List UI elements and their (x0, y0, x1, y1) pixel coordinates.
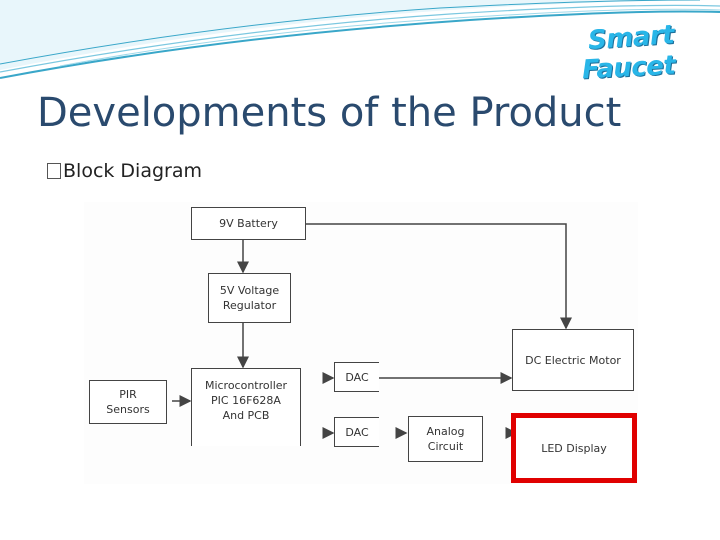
block-analog-circuit: Analog Circuit (408, 416, 483, 462)
slide-title: Developments of the Product (37, 90, 622, 136)
block-battery: 9V Battery (191, 207, 306, 240)
missing-glyph-icon (47, 163, 61, 179)
led-display-highlight (511, 413, 637, 483)
block-diagram: 9V Battery 5V Voltage Regulator Microcon… (84, 202, 638, 484)
block-microcontroller: Microcontroller PIC 16F628A And PCB (191, 368, 301, 446)
block-led-display: LED Display (516, 418, 632, 478)
header-swoosh (0, 0, 720, 79)
logo-line-1: Smart (587, 20, 676, 56)
smart-faucet-logo: Smart Faucet (581, 20, 692, 92)
block-pir-sensors: PIR Sensors (89, 380, 167, 424)
diagram-connectors (172, 223, 572, 439)
block-dac-2: DAC (334, 417, 379, 447)
block-dc-electric-motor: DC Electric Motor (512, 329, 634, 391)
bullet-text: Block Diagram (63, 160, 203, 182)
connector-battery-motor (306, 223, 572, 330)
block-dac-1: DAC (334, 362, 379, 392)
logo-line-2: Faucet (581, 50, 677, 86)
bullet-item: Block Diagram (47, 160, 202, 182)
block-voltage-regulator: 5V Voltage Regulator (208, 273, 291, 323)
